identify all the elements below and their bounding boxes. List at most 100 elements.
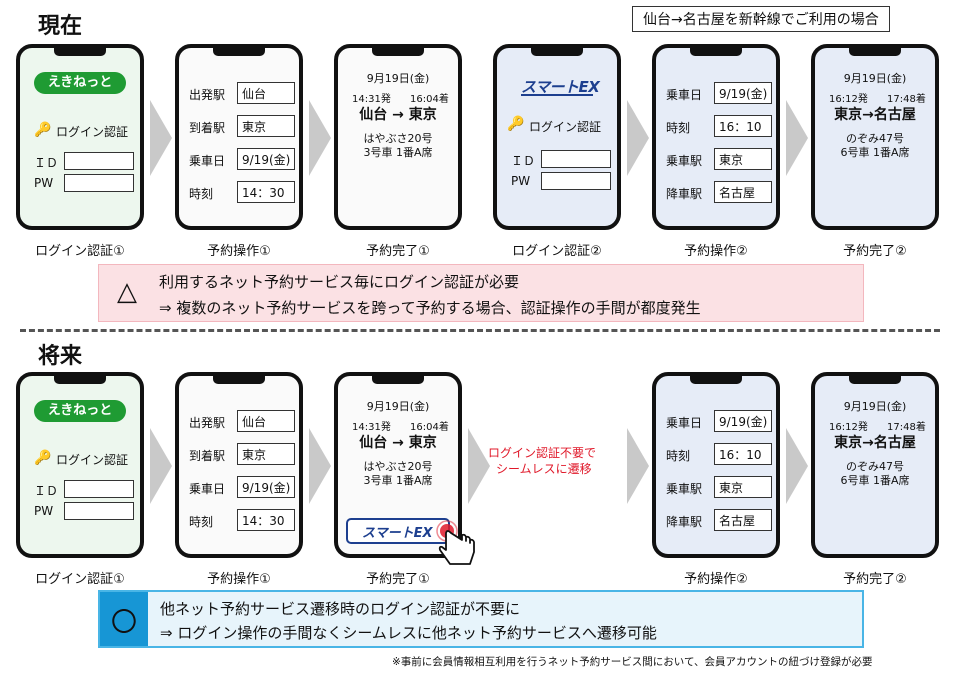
pw-field[interactable] (64, 174, 134, 192)
phone-notch (372, 376, 424, 384)
row-value[interactable]: 16：10 (714, 115, 772, 137)
notice-future: 〇 他ネット予約サービス遷移時のログイン認証が不要に ⇒ ログイン操作の手間なく… (98, 590, 864, 648)
ticket-seat: 3号車 1番A席 (363, 474, 433, 487)
row-label: 到着駅 (189, 449, 226, 463)
row-value[interactable]: 14：30 (237, 509, 295, 531)
caption-reserve-2: 予約操作② (684, 244, 748, 259)
phone-notch (213, 48, 265, 56)
flow-arrow (627, 100, 649, 176)
row-value[interactable]: 9/19(金) (714, 410, 772, 432)
pw-field[interactable] (541, 172, 611, 190)
id-label: ＩＤ (34, 484, 59, 498)
ticket-route: 東京→名古屋 (834, 435, 916, 451)
row-label: 降車駅 (666, 515, 703, 529)
row-label: 乗車日 (666, 88, 703, 102)
phone-notch (690, 48, 742, 56)
row-label: 出発駅 (189, 88, 226, 102)
seamless-line-1: ログイン認証不要で (488, 446, 597, 460)
row-label: 時刻 (189, 187, 214, 201)
caption-login-1: ログイン認証① (35, 244, 125, 259)
row-value[interactable]: 9/19(金) (714, 82, 772, 104)
row-value[interactable]: 仙台 (237, 410, 295, 432)
caption-complete-1: 予約完了① (366, 244, 430, 259)
caption-complete-2: 予約完了② (843, 572, 907, 587)
phone-notch (849, 376, 901, 384)
row-value[interactable]: 東京 (714, 476, 772, 498)
circle-symbol-box: 〇 (100, 592, 148, 646)
row-value[interactable]: 14：30 (237, 181, 295, 203)
ticket-route: 仙台 → 東京 (359, 435, 437, 451)
ticket-train: のぞみ47号 (846, 460, 904, 473)
row-label: 乗車駅 (666, 482, 703, 496)
notice-current: △ 利用するネット予約サービス毎にログイン認証が必要 ⇒ 複数のネット予約サービ… (98, 264, 864, 322)
ticket-date: 9月19日(金) (366, 400, 430, 413)
notice-line-2: ⇒ ログイン操作の手間なくシームレスに他ネット予約サービスへ遷移可能 (160, 624, 657, 642)
ticket-route: 東京→名古屋 (834, 107, 916, 123)
smartex-transfer-button[interactable]: スマートEX (346, 518, 450, 544)
row-value[interactable]: 東京 (237, 443, 295, 465)
tap-hand-icon (436, 520, 480, 568)
route-note: 仙台→名古屋を新幹線でご利用の場合 (632, 6, 890, 32)
phone-reserve-1: 出発駅 仙台 到着駅 東京 乗車日 9/19(金) 時刻 14：30 (175, 44, 303, 230)
flow-arrow (786, 428, 808, 504)
seamless-line-2: シームレスに遷移 (496, 462, 592, 476)
section-title-current: 現在 (38, 14, 83, 39)
row-value[interactable]: 東京 (237, 115, 295, 137)
id-field[interactable] (541, 150, 611, 168)
smartex-logo: スマートEX (362, 526, 433, 541)
row-label: 乗車日 (666, 416, 703, 430)
phone-reserve-2: 乗車日 9/19(金) 時刻 16：10 乗車駅 東京 降車駅 名古屋 (652, 372, 780, 558)
caption-login-2: ログイン認証② (512, 244, 602, 259)
row-value[interactable]: 9/19(金) (237, 148, 295, 170)
phone-login-ekinet: えきねっと 🔑 ログイン認証 ＩＤ PW (16, 44, 144, 230)
section-divider (20, 329, 940, 332)
caption-login-1: ログイン認証① (35, 572, 125, 587)
id-field[interactable] (64, 152, 134, 170)
caption-reserve-1: 予約操作① (207, 572, 271, 587)
ticket-dep: 16:12発 (829, 422, 868, 433)
phone-login-smartex: スマートEX 🔑 ログイン認証 ＩＤ PW (493, 44, 621, 230)
row-value[interactable]: 名古屋 (714, 181, 772, 203)
phone-complete-2: 9月19日(金) 16:12発 17:48着 東京→名古屋 のぞみ47号 6号車… (811, 44, 939, 230)
auth-label: ログイン認証 (56, 453, 129, 467)
row-label: 乗車日 (189, 154, 226, 168)
auth-label: ログイン認証 (529, 120, 602, 134)
ticket-seat: 3号車 1番A席 (363, 146, 433, 159)
row-label: 到着駅 (189, 121, 226, 135)
phone-notch (213, 376, 265, 384)
ticket-arr: 17:48着 (887, 422, 926, 433)
ticket-seat: 6号車 1番A席 (840, 146, 910, 159)
footnote: ※事前に会員情報相互利用を行うネット予約サービス間において、会員アカウントの紐づ… (392, 656, 873, 668)
pw-label: PW (34, 504, 54, 518)
notice-line-1: 他ネット予約サービス遷移時のログイン認証が不要に (160, 600, 521, 618)
ticket-dep: 14:31発 (352, 94, 391, 105)
phone-complete-1: 9月19日(金) 14:31発 16:04着 仙台 → 東京 はやぶさ20号 3… (334, 372, 462, 558)
pw-field[interactable] (64, 502, 134, 520)
phone-notch (531, 48, 583, 56)
caption-complete-1: 予約完了① (366, 572, 430, 587)
phone-notch (849, 48, 901, 56)
phone-notch (54, 48, 106, 56)
row-value[interactable]: 16：10 (714, 443, 772, 465)
caption-reserve-2: 予約操作② (684, 572, 748, 587)
ticket-dep: 16:12発 (829, 94, 868, 105)
ticket-seat: 6号車 1番A席 (840, 474, 910, 487)
ticket-arr: 17:48着 (887, 94, 926, 105)
ekinet-logo: えきねっと (34, 400, 126, 422)
ticket-dep: 14:31発 (352, 422, 391, 433)
row-value[interactable]: 仙台 (237, 82, 295, 104)
row-label: 降車駅 (666, 187, 703, 201)
row-value[interactable]: 9/19(金) (237, 476, 295, 498)
section-title-future: 将来 (38, 344, 83, 369)
row-label: 時刻 (666, 121, 691, 135)
id-field[interactable] (64, 480, 134, 498)
row-value[interactable]: 東京 (714, 148, 772, 170)
row-label: 乗車日 (189, 482, 226, 496)
key-icon: 🔑 (34, 450, 52, 466)
phone-reserve-2: 乗車日 9/19(金) 時刻 16：10 乗車駅 東京 降車駅 名古屋 (652, 44, 780, 230)
id-label: ＩＤ (34, 156, 59, 170)
row-value[interactable]: 名古屋 (714, 509, 772, 531)
ekinet-logo: えきねっと (34, 72, 126, 94)
row-label: 時刻 (189, 515, 214, 529)
flow-arrow (627, 428, 649, 504)
